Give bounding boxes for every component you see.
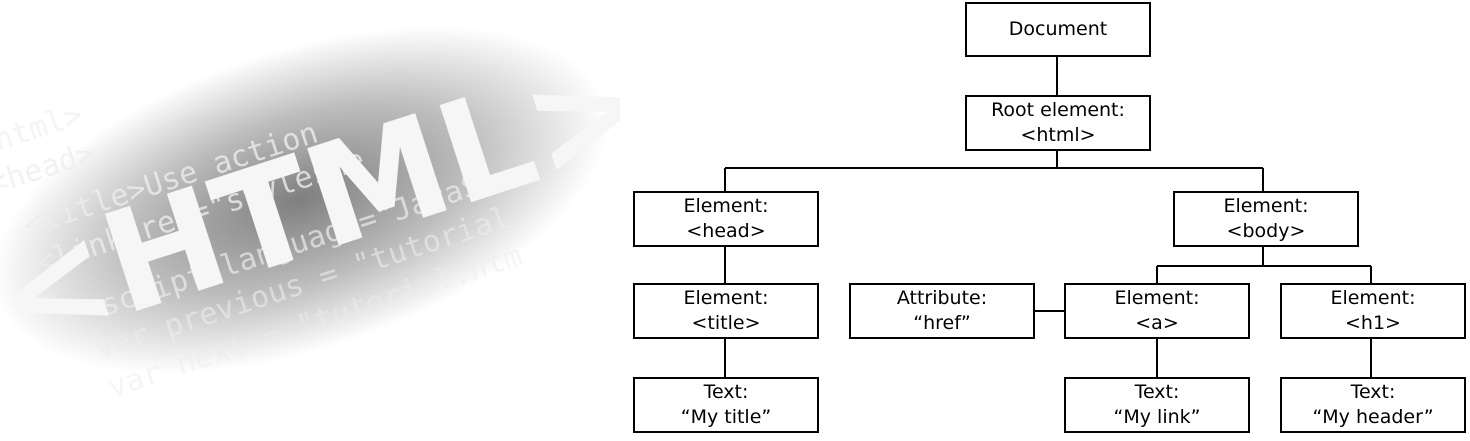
node-label: Element:	[1223, 195, 1309, 217]
title-element-node: Element: <title>	[633, 283, 819, 339]
h1-element-node: Element: <h1>	[1280, 283, 1466, 339]
link-text-node: Text: “My link”	[1064, 377, 1250, 433]
node-value: “My link”	[1113, 406, 1201, 428]
dom-tree-diagram: Document Root element: <html> Element: <…	[620, 0, 1470, 441]
node-value: <html>	[1020, 124, 1096, 146]
title-text-node: Text: “My title”	[633, 377, 819, 433]
node-label: Element:	[1330, 287, 1416, 309]
node-label: Element:	[683, 195, 769, 217]
gradient-backdrop	[0, 26, 608, 374]
root-element-node: Root element: <html>	[965, 95, 1151, 151]
header-text-node: Text: “My header”	[1280, 377, 1466, 433]
node-value: “My title”	[680, 406, 772, 428]
head-element-node: Element: <head>	[633, 191, 819, 247]
node-value: <h1>	[1345, 312, 1401, 334]
node-label: Text:	[703, 381, 749, 403]
body-element-node: Element: <body>	[1173, 191, 1359, 247]
node-label: Attribute:	[896, 287, 988, 309]
node-label: Root element:	[991, 99, 1125, 121]
tree-connectors	[724, 56, 1372, 378]
node-value: <a>	[1135, 312, 1179, 334]
a-element-node: Element: <a>	[1064, 283, 1250, 339]
node-value: <title>	[691, 312, 761, 334]
node-value: <body>	[1226, 220, 1306, 242]
node-label: Element:	[1114, 287, 1200, 309]
node-label: Document	[1008, 18, 1108, 40]
href-attribute-node: Attribute: “href”	[849, 283, 1035, 339]
node-label: Text:	[1134, 381, 1180, 403]
html-code-illustration: <html> <head> <title>Use action <link re…	[0, 0, 620, 441]
node-value: “My header”	[1312, 406, 1434, 428]
node-value: “href”	[913, 312, 971, 334]
document-node: Document	[965, 2, 1151, 57]
node-label: Text:	[1350, 381, 1396, 403]
node-value: <head>	[686, 220, 766, 242]
node-label: Element:	[683, 287, 769, 309]
